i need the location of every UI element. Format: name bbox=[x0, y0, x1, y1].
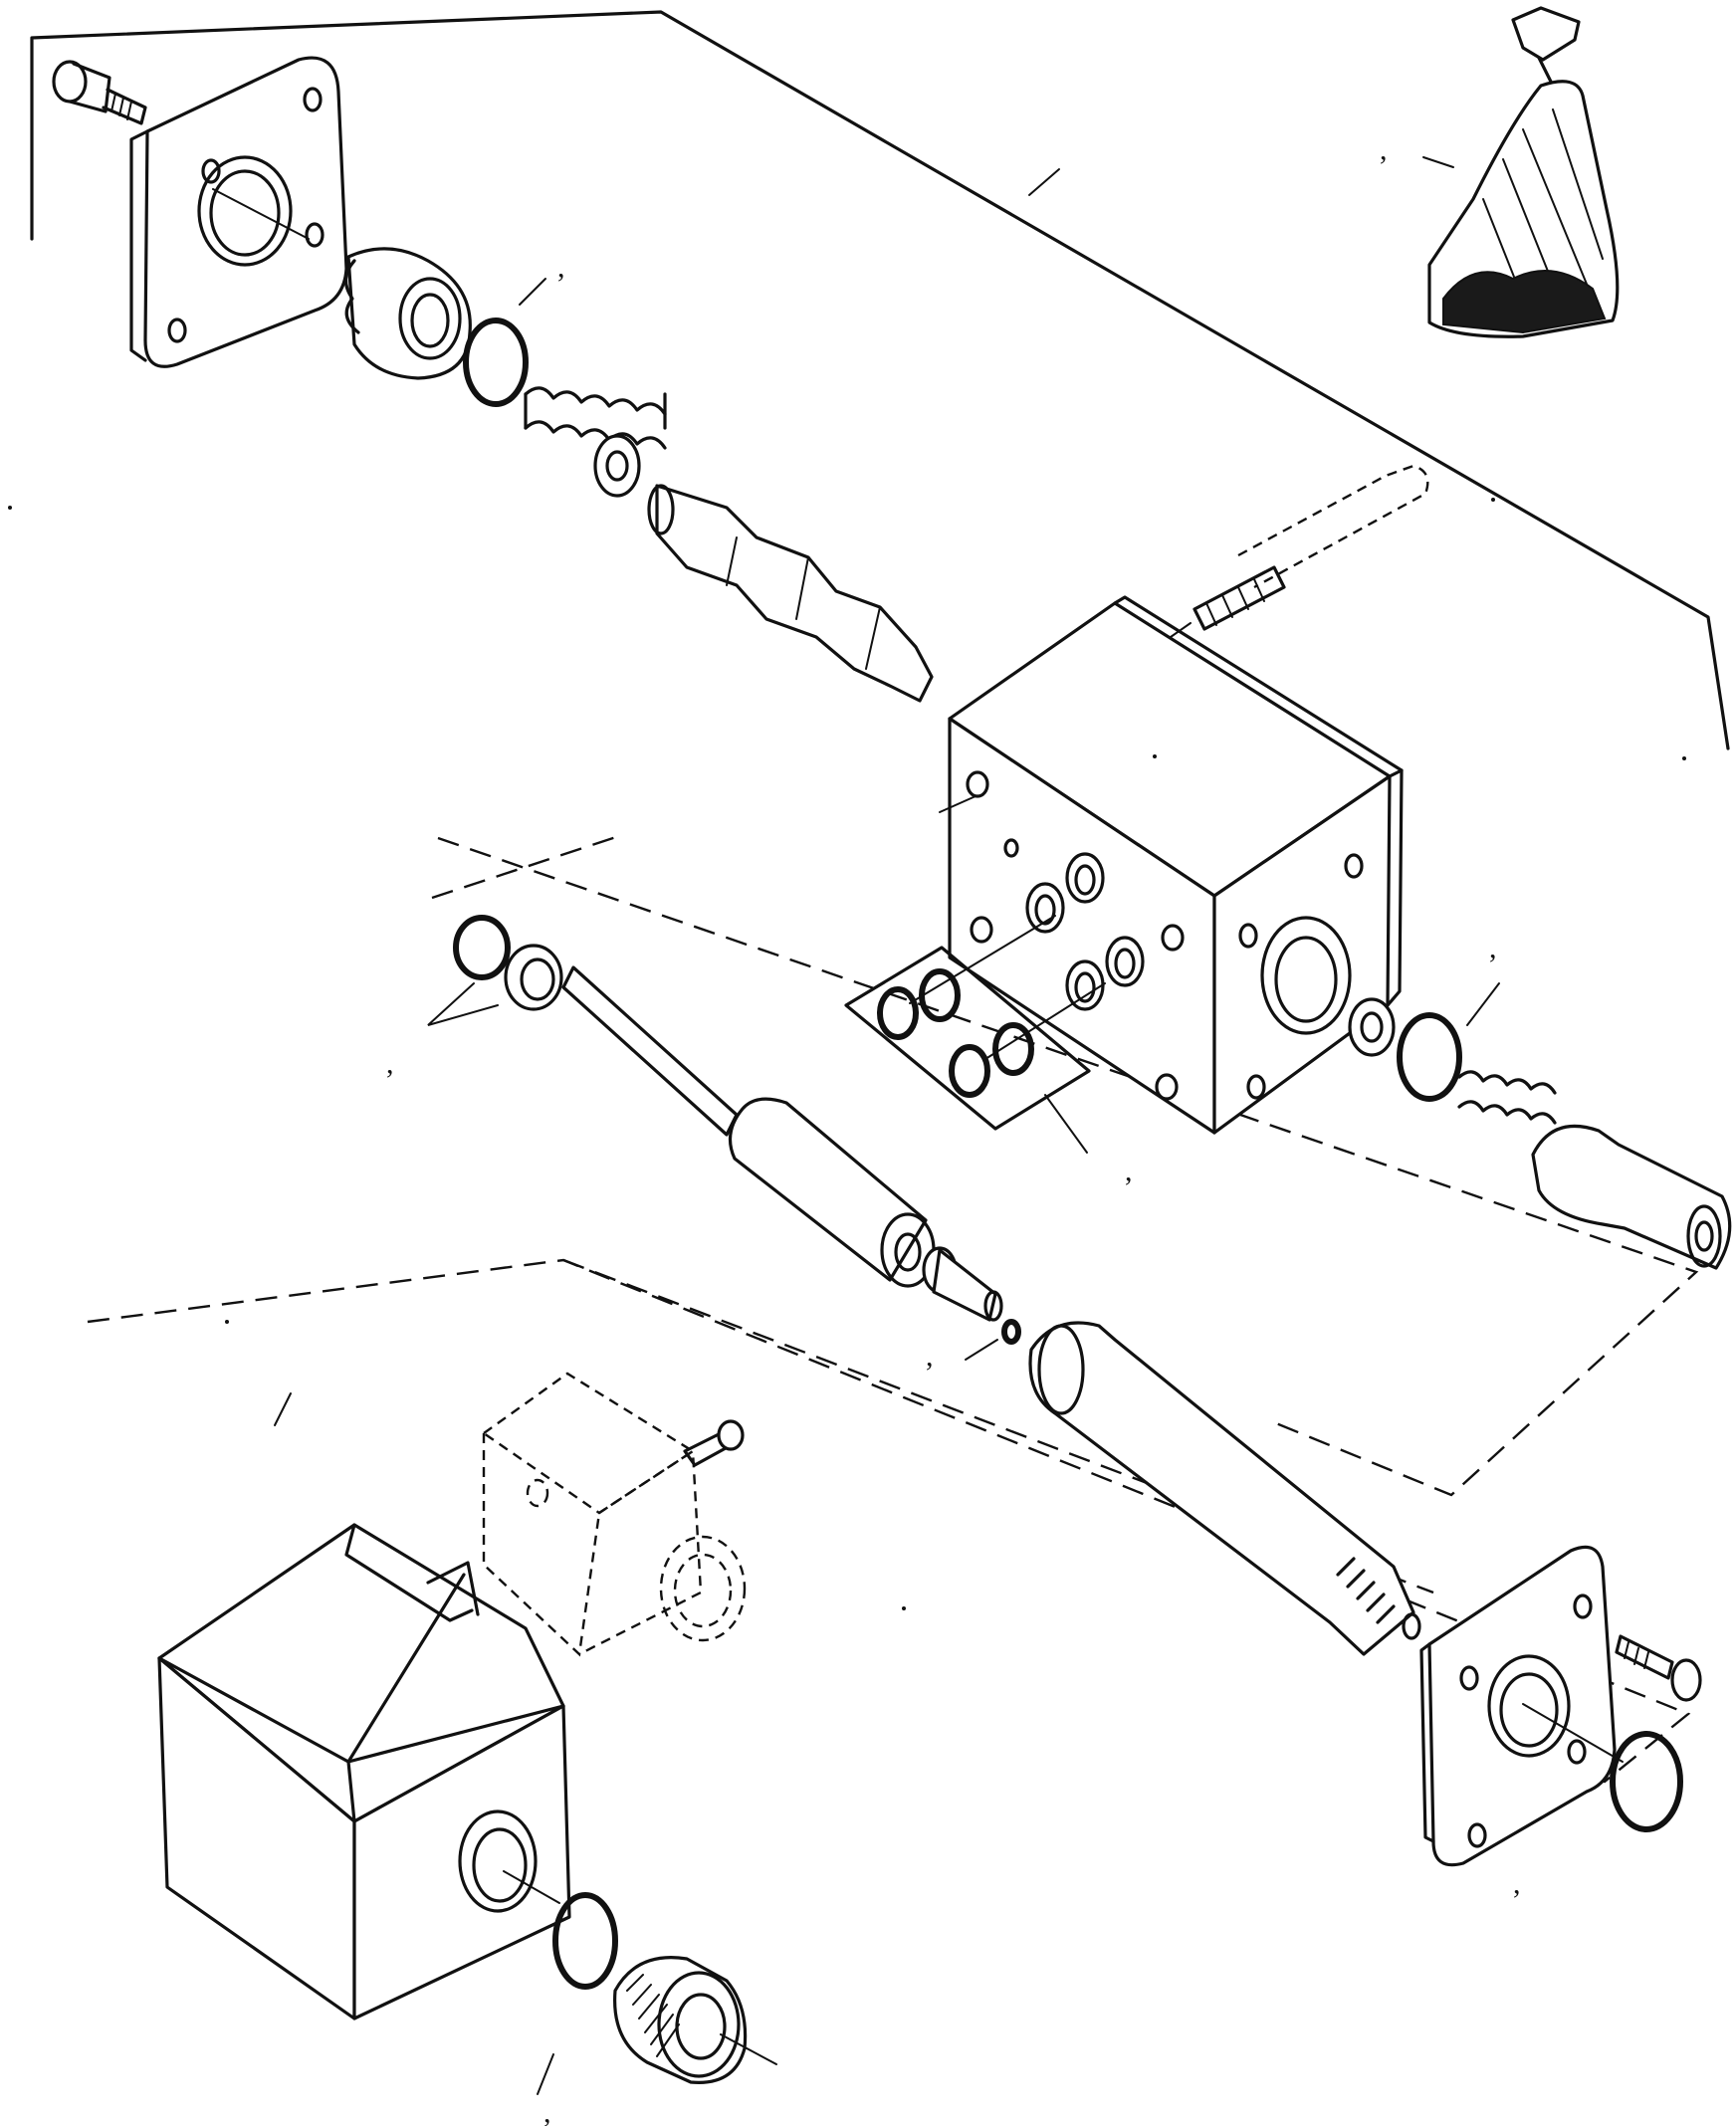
parts-bag-icon bbox=[1422, 6, 1620, 338]
mark-oring-lower-right: , bbox=[1513, 1867, 1521, 1900]
sleeve-tube bbox=[728, 1097, 936, 1288]
pin-rod bbox=[561, 965, 739, 1137]
solenoid-coil-housing bbox=[157, 1523, 571, 2020]
left-seal-pair bbox=[427, 915, 563, 1026]
spring-upper bbox=[524, 386, 667, 450]
mark-circlip: , bbox=[926, 1340, 934, 1373]
connector-plug-dashed bbox=[481, 1372, 747, 1657]
circlip-leader bbox=[965, 1339, 998, 1361]
bottom-right-flange bbox=[1419, 1545, 1624, 1867]
seal-kit-plate bbox=[844, 915, 1106, 1154]
leader-lines bbox=[274, 168, 1060, 2095]
solenoid-tube bbox=[1028, 1321, 1421, 1656]
knurled-nut bbox=[613, 1956, 777, 2084]
mark-left-seals: , bbox=[386, 1047, 394, 1080]
top-left-screw bbox=[52, 60, 147, 125]
right-side-parts bbox=[1348, 982, 1732, 1270]
small-plunger bbox=[922, 1246, 1003, 1322]
bracket-lines bbox=[30, 10, 1730, 1784]
circlip bbox=[1001, 1319, 1021, 1345]
top-left-flange bbox=[129, 56, 348, 368]
washer-upper bbox=[593, 434, 641, 498]
o-ring-lower-right bbox=[1610, 1731, 1683, 1832]
bellows-boot bbox=[343, 247, 472, 380]
o-ring-lower bbox=[552, 1892, 618, 1990]
mark-seal-kit: , bbox=[1125, 1155, 1133, 1187]
bottom-right-screw bbox=[1615, 1634, 1702, 1702]
mark-oring-upper: , bbox=[557, 251, 565, 284]
scan-specks bbox=[8, 498, 1686, 1610]
o-ring-upper bbox=[463, 318, 529, 407]
spool-upper bbox=[647, 484, 934, 703]
mark-bag: , bbox=[1380, 133, 1388, 166]
mark-nut: , bbox=[543, 2096, 551, 2126]
valve-body-block bbox=[939, 595, 1404, 1135]
mark-oring-right: , bbox=[1489, 932, 1497, 964]
long-bolt-upper bbox=[1170, 464, 1429, 638]
callout-marks: , , , , , , , , bbox=[386, 133, 1521, 2126]
